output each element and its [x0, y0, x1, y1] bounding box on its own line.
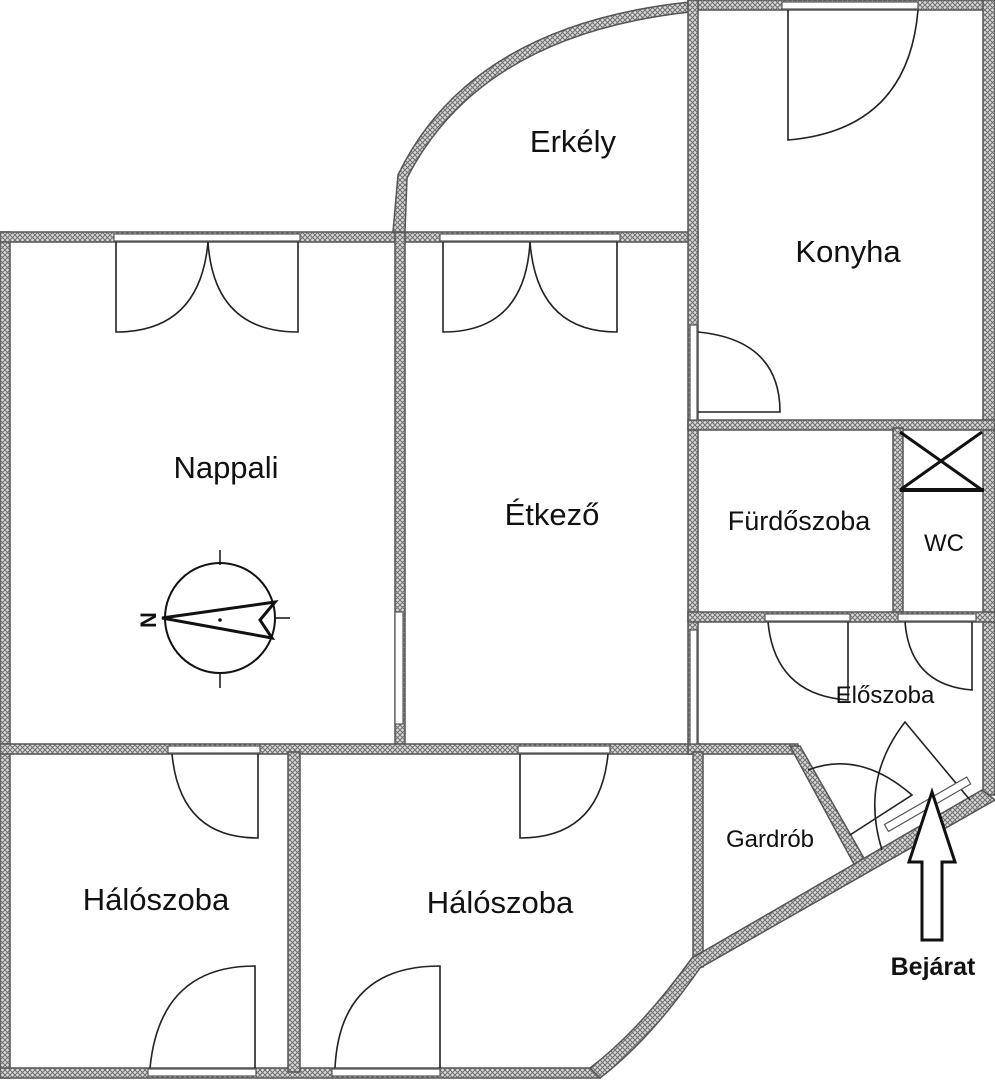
- entrance-label: Bejárat: [891, 953, 976, 981]
- room-label-haloszoba-left: Hálószoba: [83, 882, 230, 917]
- windows: [113, 1, 977, 1077]
- room-label-eloszoba: Előszoba: [836, 682, 935, 709]
- doors: [115, 9, 973, 1069]
- room-label-haloszoba-right: Hálószoba: [427, 885, 574, 920]
- entrance-arrow-icon: [906, 787, 958, 942]
- room-label-konyha: Konyha: [795, 234, 901, 269]
- shaft-cross-icon: [899, 430, 984, 492]
- compass-icon: N: [136, 550, 290, 688]
- room-label-wc: WC: [924, 530, 964, 557]
- room-label-erkely: Erkély: [530, 124, 617, 159]
- room-labels: Erkély Konyha Nappali Étkező Fürdőszoba …: [83, 124, 964, 920]
- room-label-etkezo: Étkező: [505, 497, 600, 532]
- room-label-furdoszoba: Fürdőszoba: [728, 506, 872, 536]
- room-label-nappali: Nappali: [173, 450, 278, 485]
- room-label-gardrob: Gardrób: [726, 826, 814, 853]
- compass-north-label: N: [136, 612, 161, 628]
